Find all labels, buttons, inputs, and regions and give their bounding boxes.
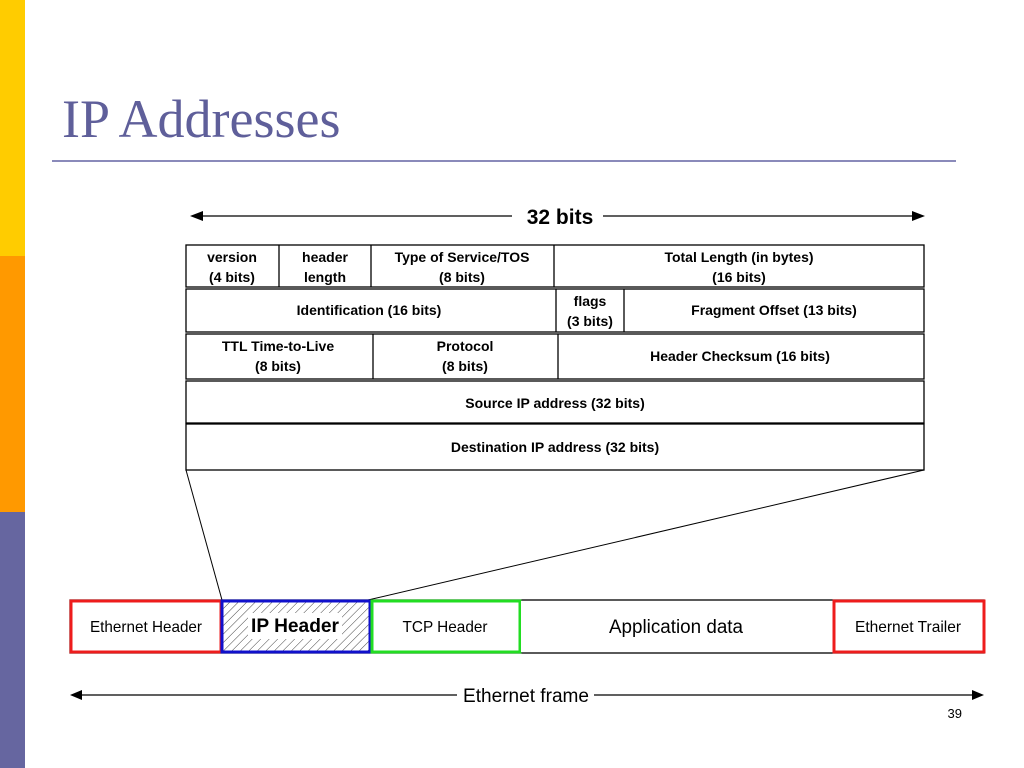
segment-label: IP Header <box>251 616 340 637</box>
field-line1: flags <box>574 293 607 309</box>
field-fragment-offset: Fragment Offset (13 bits) <box>691 302 857 318</box>
title-underline <box>52 160 956 162</box>
field-line1: version <box>207 249 257 265</box>
segment-box <box>832 599 986 654</box>
segment-ethernet-header: Ethernet Header <box>69 599 223 654</box>
sidebar-color-bar <box>0 0 25 768</box>
segment-ip-header: IP Header <box>220 599 372 654</box>
field-line2: length <box>304 269 346 285</box>
field-protocol: Protocol (8 bits) <box>437 338 494 374</box>
field-line2: (8 bits) <box>442 358 488 374</box>
sidebar-purple-band <box>0 512 25 768</box>
frame-width-arrow: Ethernet frame <box>70 686 984 707</box>
arrow-left-icon <box>190 211 203 221</box>
row-box <box>185 333 925 380</box>
width-arrow: 32 bits <box>190 206 925 229</box>
field-version: version (4 bits) <box>207 249 257 285</box>
segment-box <box>69 599 223 654</box>
segment-ethernet-trailer: Ethernet Trailer <box>832 599 986 654</box>
field-line1: Protocol <box>437 338 494 354</box>
field-line1: header <box>302 249 348 265</box>
header-row-2: Identification (16 bits) flags (3 bits) … <box>185 288 925 333</box>
segment-tcp-header: TCP Header <box>370 599 522 654</box>
label-backdrop <box>248 613 342 639</box>
field-header-length: header length <box>302 249 348 285</box>
width-label: 32 bits <box>527 206 594 229</box>
row-box <box>185 288 925 333</box>
field-source-ip: Source IP address (32 bits) <box>465 395 644 411</box>
sidebar-yellow-band <box>0 0 25 256</box>
field-line2: (8 bits) <box>255 358 301 374</box>
header-row-1: version (4 bits) header length Type of S… <box>185 244 925 288</box>
segment-label: Ethernet Trailer <box>855 619 962 636</box>
field-total-length: Total Length (in bytes) (16 bits) <box>664 249 813 285</box>
field-line1: Total Length (in bytes) <box>664 249 813 265</box>
field-line1: Header Checksum (16 bits) <box>650 348 830 364</box>
segment-label: Application data <box>609 617 743 638</box>
segment-label: TCP Header <box>403 619 489 636</box>
field-line1: Destination IP address (32 bits) <box>451 439 659 455</box>
sidebar-orange-band <box>0 256 25 512</box>
field-line2: (8 bits) <box>439 269 485 285</box>
row-box <box>185 380 925 424</box>
arrow-right-icon <box>972 690 984 700</box>
header-row-4: Source IP address (32 bits) <box>185 380 925 424</box>
field-header-checksum: Header Checksum (16 bits) <box>650 348 830 364</box>
field-destination-ip: Destination IP address (32 bits) <box>451 439 659 455</box>
segment-label: Ethernet Header <box>90 619 203 636</box>
field-line1: Identification (16 bits) <box>297 302 442 318</box>
field-ttl: TTL Time-to-Live (8 bits) <box>222 338 334 374</box>
row-box <box>185 423 925 471</box>
page-number: 39 <box>947 706 962 721</box>
slide-title: IP Addresses <box>62 89 341 149</box>
frame-label: Ethernet frame <box>463 686 589 707</box>
field-identification: Identification (16 bits) <box>297 302 442 318</box>
segment-application-data: Application data <box>521 601 833 652</box>
segment-box <box>521 601 833 652</box>
field-flags: flags (3 bits) <box>567 293 613 329</box>
field-line2: (3 bits) <box>567 313 613 329</box>
arrow-left-icon <box>70 690 82 700</box>
field-line2: (4 bits) <box>209 269 255 285</box>
field-line2: (16 bits) <box>712 269 766 285</box>
field-line1: Fragment Offset (13 bits) <box>691 302 857 318</box>
field-line1: Source IP address (32 bits) <box>465 395 644 411</box>
zoom-connector-lines <box>185 469 925 601</box>
arrow-right-icon <box>912 211 925 221</box>
field-line1: TTL Time-to-Live <box>222 338 334 354</box>
row-box <box>185 244 925 288</box>
segment-box <box>370 599 522 654</box>
header-row-5: Destination IP address (32 bits) <box>185 423 925 471</box>
header-row-3: TTL Time-to-Live (8 bits) Protocol (8 bi… <box>185 333 925 380</box>
field-type-of-service: Type of Service/TOS (8 bits) <box>395 249 530 285</box>
ethernet-frame: Ethernet Header IP Header TCP Header App… <box>69 599 986 654</box>
field-line1: Type of Service/TOS <box>395 249 530 265</box>
